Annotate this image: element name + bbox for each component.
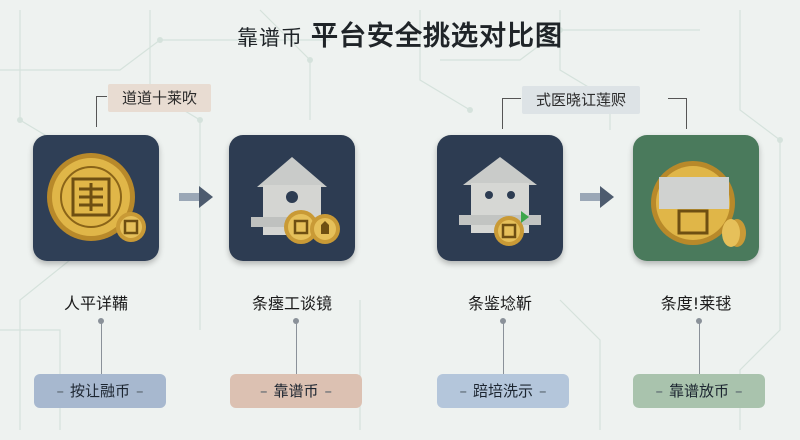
option-button-4-label: 靠谱放币 [668,382,729,400]
gold-coin-icon [47,153,146,242]
tag-note-1: 道道十莱吹 [108,84,212,112]
connector-line-3 [500,318,506,374]
option-button-4[interactable]: –靠谱放币– [633,374,765,408]
item-label-4: 条度!莱毬 [660,294,732,313]
arrow-right-icon-2 [580,186,614,208]
coin-stack-icon [651,161,746,247]
tag-connector-1 [96,96,107,127]
tag-connector-3 [668,98,687,129]
title-main: 平台安全挑选对比图 [311,21,563,52]
house-icon [459,157,541,246]
house-coin-icon [251,157,340,244]
option-button-2-label: 靠谱币 [273,382,319,400]
gold-coin-tile[interactable] [33,135,159,261]
option-button-3-label: 踣培洗示 [472,382,533,400]
dash-left: – [655,382,663,400]
dash-left: – [259,382,268,400]
title-brand: 靠谱币 [237,26,303,50]
house-coin-tile[interactable] [437,135,563,261]
connector-line-4 [696,318,702,374]
option-button-1-label: 按让融币 [69,382,130,400]
item-label-1: 人平详鞴 [63,294,128,313]
connector-line-1 [98,318,104,374]
dash-right: – [539,382,547,400]
dash-right: – [735,382,743,400]
dash-right: – [136,382,144,400]
tag-connector-2 [502,98,521,129]
item-label-2: 条瘗工谈镜 [251,294,332,313]
tag-note-2: 式医晓讧莲赆 [522,86,641,114]
page-title: 靠谱币平台安全挑选对比图 [0,14,800,53]
coin-stack-tile[interactable] [633,135,759,261]
dash-right: – [324,382,333,400]
option-button-2[interactable]: –靠谱币– [230,374,362,408]
option-button-1[interactable]: –按让融币– [34,374,166,408]
connector-line-2 [293,318,299,374]
dash-left: – [56,382,64,400]
arrow-right-icon [179,186,213,208]
house-coins-tile[interactable] [229,135,355,261]
dash-left: – [459,382,467,400]
option-button-3[interactable]: –踣培洗示– [437,374,569,408]
item-label-3: 条鉴埝靳 [467,294,532,313]
